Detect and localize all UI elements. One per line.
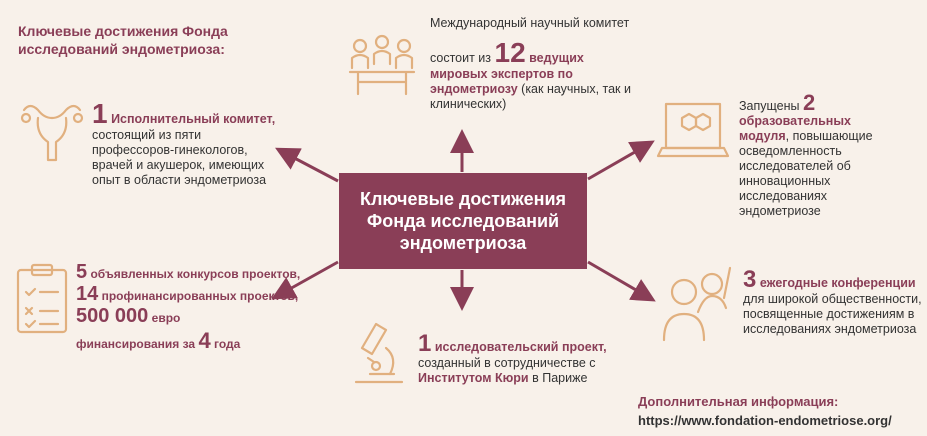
exec-head: Исполнительный комитет, [111, 112, 276, 126]
research-number: 1 [418, 330, 432, 357]
grants-number1: 5 [76, 261, 88, 283]
exec-line4: опыт в области эндометриоза [92, 173, 267, 187]
arrow-upper-left [275, 147, 339, 183]
more-info: Дополнительная информация: https://www.f… [638, 392, 892, 430]
page-title: Ключевые достижения Фонда исследований э… [18, 23, 228, 57]
conference-people-icon [658, 262, 738, 349]
uterus-icon [16, 96, 88, 173]
center-title-box: Ключевые достижения Фонда исследований э… [339, 173, 587, 269]
conf-number: 3 [743, 266, 757, 293]
more-info-label: Дополнительная информация: [638, 394, 839, 409]
research-institute: Институтом Кюри [418, 371, 529, 385]
exec-line3: врачей и акушерок, имеющих [92, 158, 265, 172]
arrow-lower-left [271, 260, 339, 300]
grants-text1: объявленных конкурсов проектов, [90, 267, 301, 281]
modules-line3: исследователей об [739, 159, 851, 173]
intl-committee-tail: (как научных, так и [521, 82, 631, 96]
clipboard-icon [14, 262, 70, 339]
intl-committee-bold2: мировых экспертов по [430, 67, 573, 81]
grants-text4: финансирования за [76, 337, 196, 351]
intl-committee-bold1: ведущих [529, 51, 584, 65]
modules-pre: Запущены [739, 99, 800, 113]
grants-text3: евро [151, 311, 181, 325]
committee-icon [346, 32, 418, 109]
intl-committee-pre: состоит из [430, 51, 492, 65]
conf-line3: исследованиях эндометриоза [743, 322, 917, 336]
exec-number: 1 [92, 98, 108, 129]
conferences-text: 3 ежегодные конференции для широкой обще… [743, 268, 923, 337]
intl-committee-line1: Международный научный комитет [430, 16, 630, 30]
modules-line4: инновационных [739, 174, 831, 188]
research-line1: созданный в сотрудничестве с [418, 356, 596, 370]
intl-committee-bold3: эндометриозу [430, 82, 518, 96]
modules-text: Запущены 2 образовательных модуля, повыш… [739, 92, 909, 219]
center-title: Ключевые достижения Фонда исследований э… [359, 189, 567, 253]
grants-text: 5 объявленных конкурсов проектов, 14 про… [76, 262, 336, 352]
grants-text5: года [214, 337, 241, 351]
conf-head: ежегодные конференции [759, 276, 916, 290]
grants-number3: 500 000 [76, 305, 149, 327]
modules-bold2: модуля [739, 129, 786, 143]
exec-committee-text: 1 Исполнительный комитет, состоящий из п… [92, 100, 332, 188]
conf-line2: посвященные достижениям в [743, 307, 915, 321]
modules-number: 2 [803, 90, 816, 115]
grants-number4: 4 [198, 328, 211, 353]
research-text: 1 исследовательский проект, созданный в … [418, 332, 638, 386]
modules-bold1: образовательных [739, 114, 851, 128]
arrow-upper-right [587, 140, 655, 181]
modules-line6: эндометриозе [739, 204, 821, 218]
modules-line2: осведомленность [739, 144, 842, 158]
conf-line1: для широкой общественности, [743, 292, 922, 306]
exec-line2: профессоров-гинекологов, [92, 143, 248, 157]
more-info-link[interactable]: https://www.fondation-endometriose.org/ [638, 413, 892, 428]
intl-committee-text: Международный научный комитет состоит из… [430, 16, 660, 112]
laptop-molecule-icon [656, 98, 730, 173]
grants-number2: 14 [76, 283, 99, 305]
modules-line5: исследованиях [739, 189, 828, 203]
research-head: исследовательский проект, [434, 340, 607, 354]
research-tail: в Париже [532, 371, 588, 385]
intl-committee-number: 12 [494, 37, 526, 68]
exec-line1: состоящий из пяти [92, 128, 202, 142]
modules-line1: , повышающие [785, 129, 873, 143]
grants-text2: профинансированных проектов, [101, 289, 299, 303]
microscope-icon [346, 318, 412, 395]
arrow-lower-right [587, 260, 656, 302]
intl-committee-tail2: клинических) [430, 97, 507, 111]
